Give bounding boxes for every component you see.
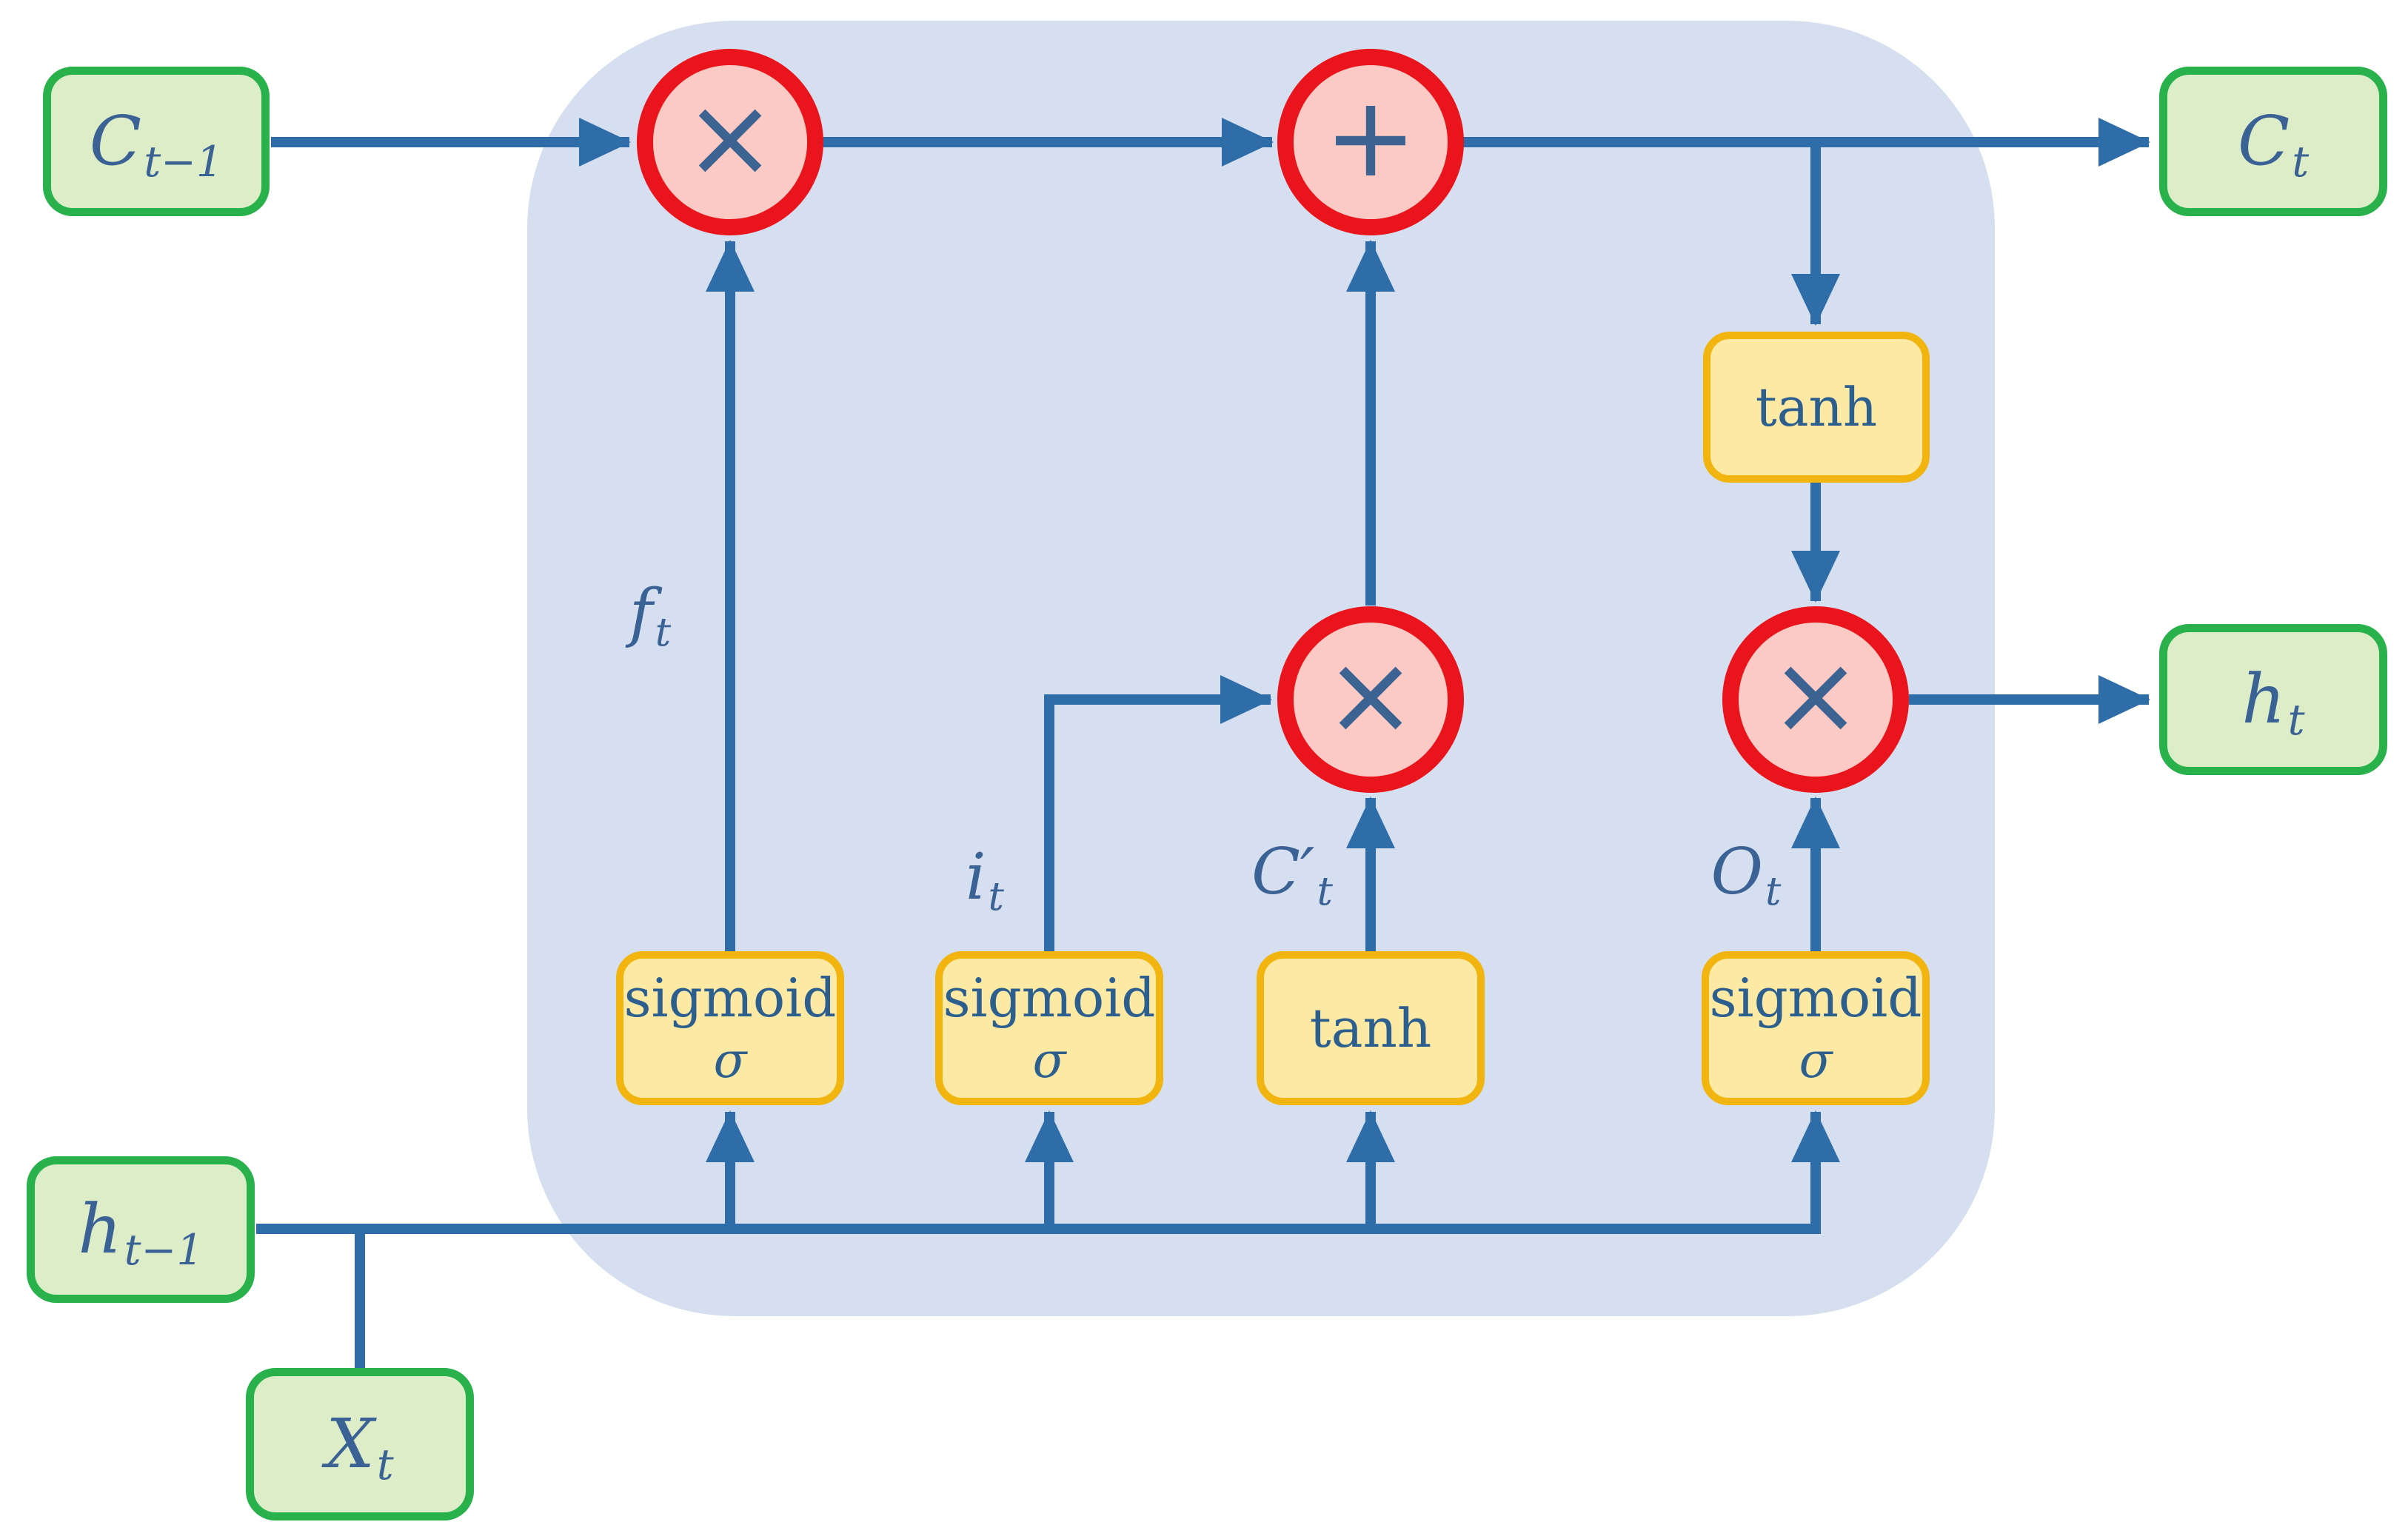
node-h-prev: ht−1 (27, 1156, 255, 1303)
node-c-prev: Ct−1 (43, 67, 270, 216)
multiply-icon: × (1324, 631, 1417, 760)
gate-candidate-tanh: tanh (1257, 951, 1485, 1105)
op-multiply-input: × (1277, 606, 1464, 793)
node-h-next: ht (2159, 624, 2387, 775)
edge-label-ct-candidate: C′t (1251, 835, 1333, 914)
op-multiply-forget: × (637, 49, 823, 235)
gate-output-sigmoid: sigmoid σ (1702, 951, 1930, 1105)
op-add: + (1277, 49, 1464, 235)
gate-forget-sigmoid: sigmoid σ (616, 951, 844, 1105)
node-c-prev-label: Ct−1 (89, 101, 224, 187)
gate-input-sigmoid: sigmoid σ (935, 951, 1163, 1105)
edge-label-ft: ft (629, 576, 672, 655)
node-x-input-label: Xt (326, 1404, 394, 1489)
node-x-input: Xt (246, 1368, 474, 1520)
multiply-icon: × (1769, 631, 1862, 760)
cell-output-tanh: tanh (1703, 332, 1930, 483)
op-multiply-output: × (1722, 606, 1909, 793)
edge-label-ot: Ot (1710, 835, 1782, 914)
node-h-prev-label: ht−1 (78, 1190, 204, 1275)
multiply-icon: × (683, 73, 777, 202)
node-h-next-label: ht (2241, 660, 2305, 745)
edge-label-it: it (966, 840, 1004, 919)
plus-icon: + (1324, 73, 1417, 202)
node-c-next-label: Ct (2237, 101, 2310, 187)
node-c-next: Ct (2159, 67, 2387, 216)
